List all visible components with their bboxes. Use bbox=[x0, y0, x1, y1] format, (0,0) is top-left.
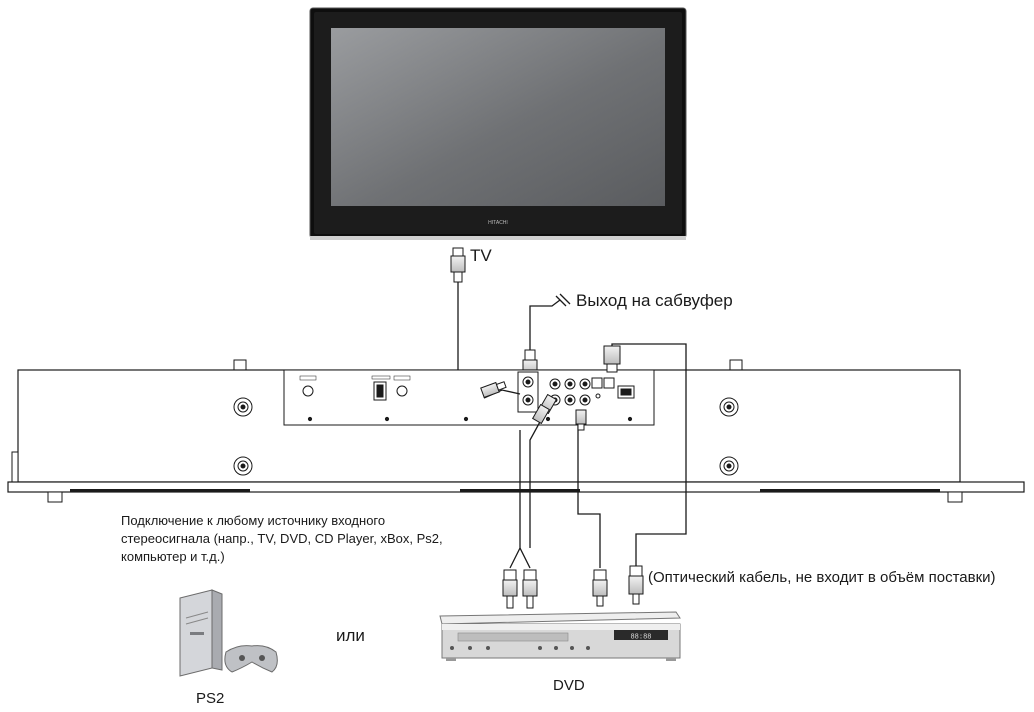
tv-screen bbox=[331, 28, 665, 206]
tv-rca-plug bbox=[450, 247, 466, 283]
rear-panel bbox=[283, 369, 655, 426]
ps2-controller bbox=[224, 645, 278, 673]
dvd-player: 88:88 bbox=[439, 611, 681, 661]
dvd-display-readout: 88:88 bbox=[630, 634, 651, 642]
stereo-plug bbox=[592, 569, 608, 607]
stereo-plug bbox=[522, 569, 538, 609]
ps2-label: PS2 bbox=[196, 690, 225, 707]
tv-brand-logo: HITACHI bbox=[488, 220, 508, 226]
or-label: или bbox=[336, 626, 365, 645]
tv-device: HITACHI bbox=[309, 7, 687, 240]
screw bbox=[719, 456, 739, 476]
screw bbox=[233, 397, 253, 417]
optical-plug bbox=[628, 565, 644, 605]
subwoofer-out-label: Выход на сабвуфер bbox=[576, 291, 733, 310]
screw bbox=[719, 397, 739, 417]
ps2-console bbox=[179, 589, 223, 677]
source-connection-note: Подключение к любому источнику входного … bbox=[121, 513, 443, 564]
dvd-label: DVD bbox=[553, 677, 585, 694]
stereo-plug bbox=[480, 345, 621, 431]
stereo-plug bbox=[502, 569, 518, 609]
screw bbox=[233, 456, 253, 476]
tv-label: TV bbox=[470, 246, 492, 265]
subwoofer-cable bbox=[529, 293, 571, 352]
optical-cable-note: (Оптический кабель, не входит в объём по… bbox=[648, 569, 996, 586]
